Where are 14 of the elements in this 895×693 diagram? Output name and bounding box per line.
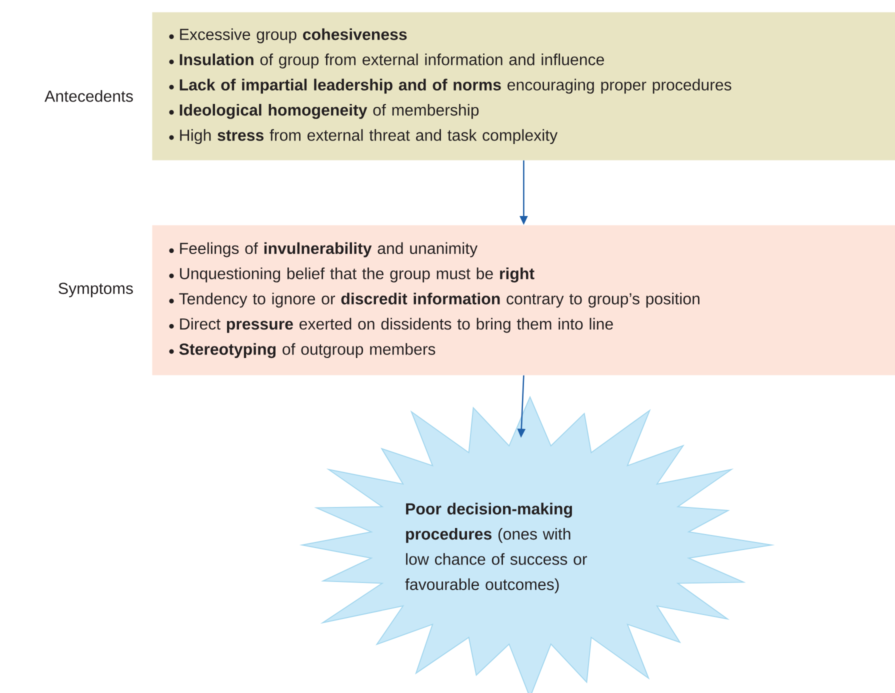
bullet-item: Excessive group cohesiveness [169, 28, 407, 44]
row-label: Symptoms [58, 282, 133, 298]
bullet-item: Feelings of invulnerability and unanimity [169, 242, 478, 258]
bullet-item: Direct pressure exerted on dissidents to bring them into line [169, 318, 613, 333]
row-label: Antecedents [44, 90, 133, 102]
bullet-item: Unquestioning belief that the group must be right [169, 268, 534, 282]
bullet-item: Lack of impartial leadership and of norms encouraging proper procedures [169, 78, 732, 94]
bullet-item: High stress from external threat and task complexity [169, 129, 558, 144]
text-box [152, 12, 895, 160]
bullet-item: Ideological homogeneity of membership [169, 104, 479, 119]
text-box [152, 225, 895, 376]
bullet-item: Tendency to ignore or discredit information contrary to group’s position [169, 292, 700, 308]
bullet-item: Insulation of group from external information and influence [169, 54, 604, 68]
bullet-item: Stereotyping of outgroup members [169, 343, 436, 358]
